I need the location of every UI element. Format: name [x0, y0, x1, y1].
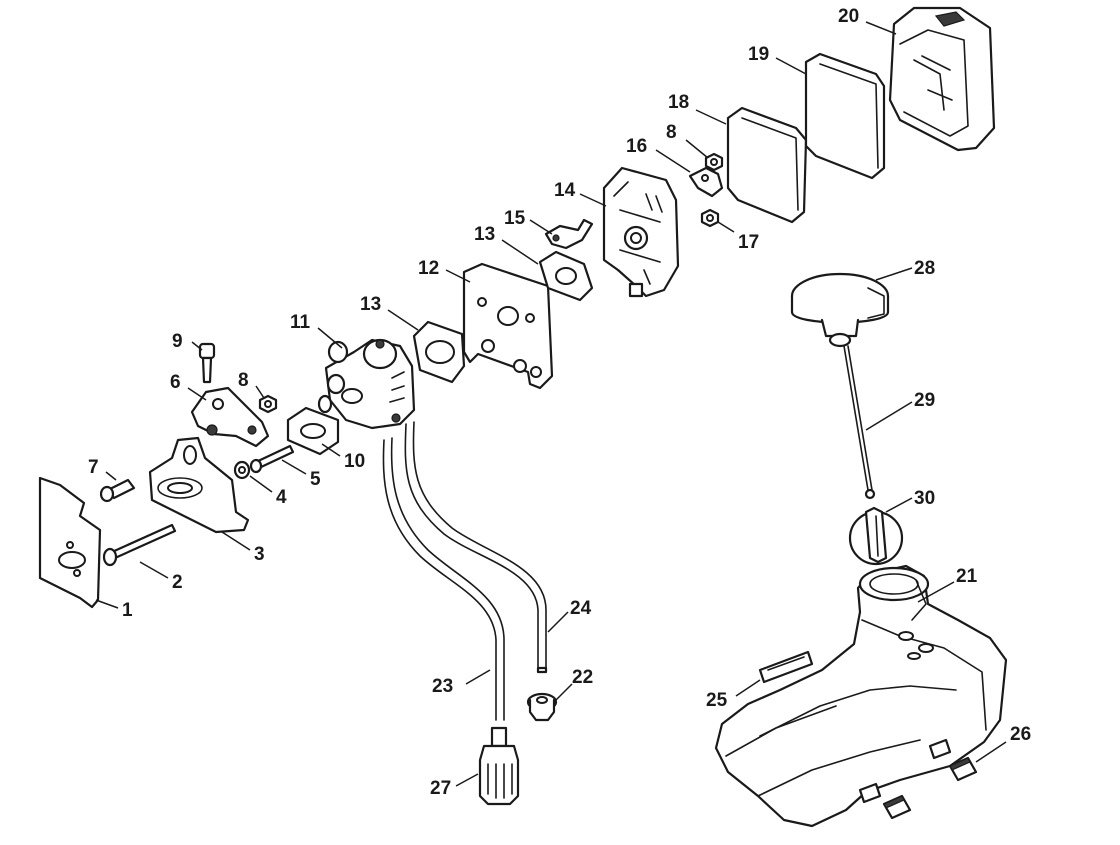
part-29-pickup-cord	[843, 345, 876, 500]
callout-10: 10	[344, 451, 365, 472]
part-8-nut-left	[258, 394, 278, 414]
part-26-rubber-foot-a	[948, 756, 978, 782]
callout-5: 5	[310, 469, 321, 490]
part-5-bolt	[249, 444, 295, 474]
part-10-gasket	[286, 406, 340, 456]
part-11-carburetor	[317, 338, 416, 430]
part-20-filter-cover	[888, 6, 996, 152]
callout-7: 7	[88, 457, 99, 478]
part-15-choke-lever	[544, 218, 594, 250]
part-26-rubber-foot-b	[882, 794, 912, 820]
part-30-pickup-body	[848, 506, 904, 566]
part-3-carb-mount	[148, 436, 250, 534]
callout-2: 2	[172, 572, 183, 593]
callout-11: 11	[290, 312, 311, 333]
callout-3: 3	[254, 544, 265, 565]
callout-25: 25	[706, 690, 728, 711]
part-9-screw	[198, 342, 216, 384]
part-8-nut-upper	[704, 152, 724, 172]
part-17-nut	[700, 208, 720, 228]
part-14-air-filter-base	[602, 166, 680, 298]
callout-27: 27	[430, 778, 451, 799]
part-23-fuel-hose	[382, 437, 505, 721]
part-13-gasket-upper	[538, 250, 594, 302]
callout-4: 4	[276, 487, 287, 508]
callout-24: 24	[570, 598, 592, 619]
callout-14: 14	[554, 180, 576, 201]
callout-26: 26	[1010, 724, 1031, 745]
part-19-filter-element	[804, 52, 886, 180]
callout-22: 22	[572, 667, 593, 688]
callout-8-upper: 8	[666, 122, 677, 143]
callout-19: 19	[748, 44, 769, 65]
callout-8-left: 8	[238, 370, 249, 391]
part-1-gasket	[38, 476, 102, 609]
callout-13-upper: 13	[474, 224, 495, 245]
part-25-pad	[758, 650, 814, 684]
part-18-filter-element	[726, 106, 808, 224]
part-2-long-screw	[102, 523, 177, 567]
callout-9: 9	[172, 331, 183, 352]
callout-30: 30	[914, 488, 935, 509]
callout-28: 28	[914, 258, 935, 279]
part-24-fuel-hose	[404, 421, 548, 674]
callout-13-lower: 13	[360, 294, 381, 315]
part-13-gasket-lower	[412, 320, 466, 384]
callout-17: 17	[738, 232, 759, 253]
callout-21: 21	[956, 566, 978, 587]
leader-lines	[95, 21, 1007, 787]
part-28-tank-cap	[790, 272, 890, 348]
part-16-bracket	[688, 166, 724, 198]
callout-18: 18	[668, 92, 689, 113]
part-6-throttle-lever	[190, 386, 270, 448]
callout-20: 20	[838, 6, 859, 27]
callout-12: 12	[418, 258, 439, 279]
part-7-short-bolt	[99, 478, 136, 503]
part-21-fuel-tank	[714, 564, 1008, 828]
callout-6: 6	[170, 372, 181, 393]
part-22-grommet	[526, 692, 558, 722]
part-12-intake-plate	[462, 262, 554, 390]
part-27-fuel-filter	[478, 726, 520, 806]
callout-1: 1	[122, 600, 133, 621]
callout-23: 23	[432, 676, 453, 697]
callout-15: 15	[504, 208, 526, 229]
callout-16: 16	[626, 136, 647, 157]
part-4-washer	[233, 460, 251, 480]
callout-labels: 1 2 3 4 5 6 7 8 9 10 11 12 13 13 14 15 1…	[88, 6, 1031, 799]
callout-29: 29	[914, 390, 935, 411]
